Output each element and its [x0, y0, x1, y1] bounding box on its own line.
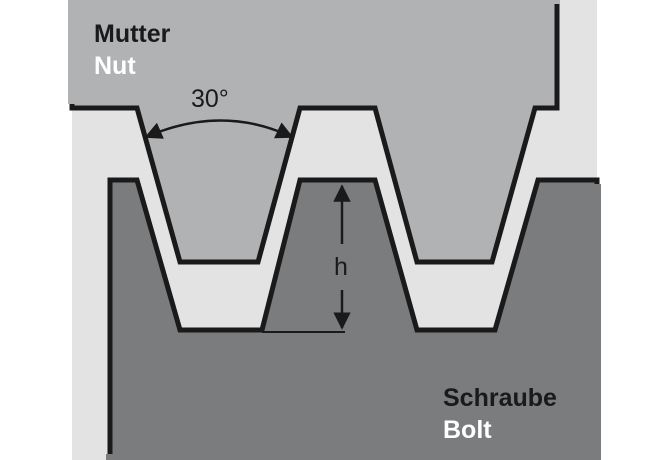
bolt-body: [107, 177, 600, 460]
nut-label-en: Nut: [94, 52, 136, 80]
angle-label: 30°: [191, 85, 229, 113]
nut-label-de: Mutter: [94, 20, 171, 48]
angle-dimension-arrow: [144, 119, 294, 139]
bolt-label-de: Schraube: [443, 384, 557, 412]
bolt-label-en: Bolt: [443, 416, 492, 444]
height-label: h: [334, 253, 348, 281]
nut-body: [69, 0, 560, 265]
